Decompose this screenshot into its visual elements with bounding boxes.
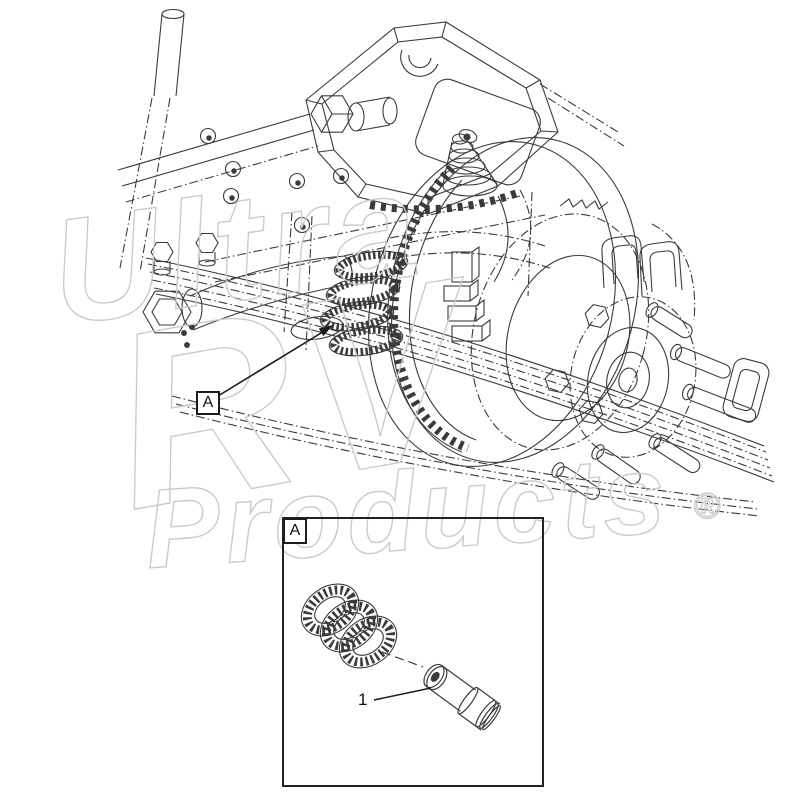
registered-trademark-icon: ® [694,485,721,526]
detail-callout-label: A [283,518,307,544]
assembly-centerline [381,651,424,668]
detail-box [282,517,544,787]
brake-rotor [367,137,650,467]
watermark: Ultra RV Products ® [40,138,721,593]
upper-bracket [305,21,625,215]
part-number-label: 1 [358,690,368,709]
watermark-word-rv: RV [91,223,503,562]
axle-assembly-illustration [117,8,775,517]
u-bolt-nuts [150,232,219,276]
frame-rail [117,8,350,276]
jounce-blocks [443,245,491,342]
main-callout-label: A [196,391,220,415]
callout-arrow [217,325,333,397]
frame-holes [199,127,350,234]
detail-spring-pin [423,663,501,731]
brake-caliper [601,223,770,422]
detail-coil-spring [300,583,398,669]
construction-lines [204,191,551,351]
part-leader-line [373,687,432,701]
leaf-springs [145,257,775,517]
wheel-studs [551,302,757,500]
